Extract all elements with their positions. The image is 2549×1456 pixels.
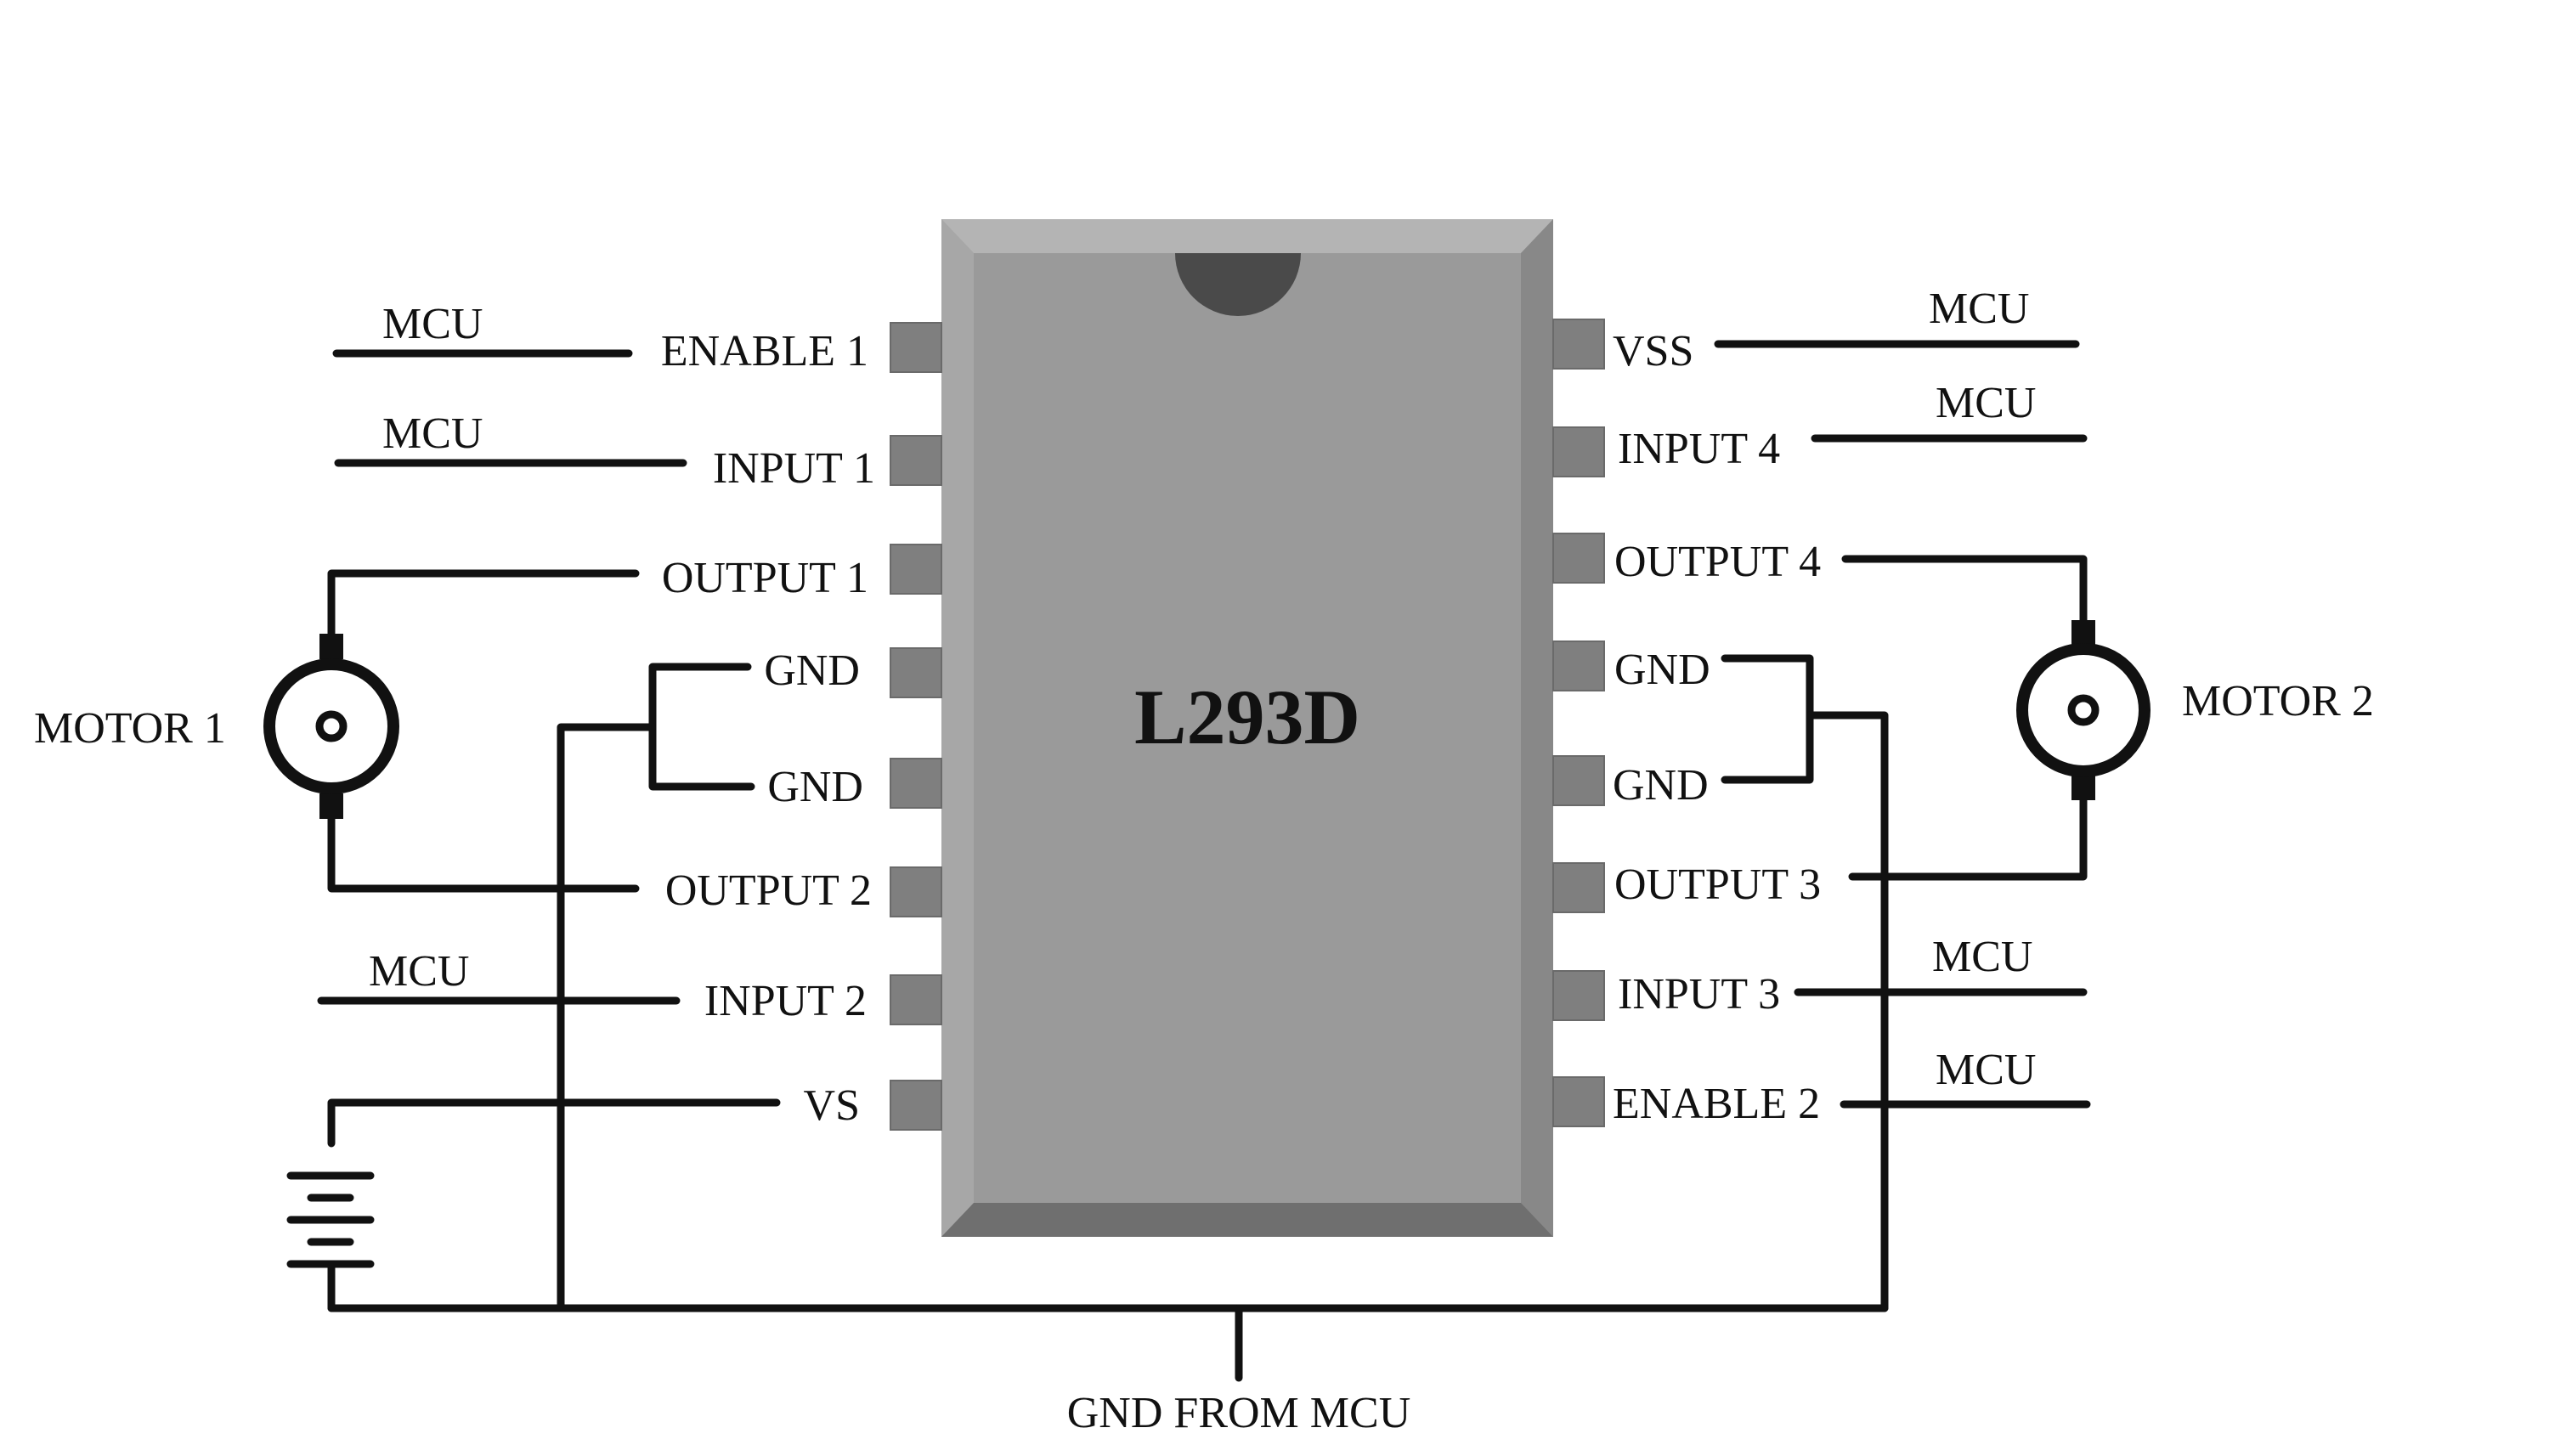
gnd-tap-right <box>1806 711 1889 1312</box>
pin-label-output-3: OUTPUT 3 <box>1614 861 1821 909</box>
pin-label-gnd-1: GND <box>764 646 860 695</box>
mcu-label-input-4: MCU <box>1936 379 2036 427</box>
motor-2-wire-output-4 <box>1841 555 2088 637</box>
pin-label-input-3: INPUT 3 <box>1618 970 1780 1019</box>
pin-left-1 <box>890 322 942 373</box>
pin-label-enable-1: ENABLE 1 <box>661 327 868 375</box>
motor-1-shaft <box>315 710 348 742</box>
motor-1-terminal-top <box>319 634 343 659</box>
battery-icon <box>286 1171 375 1268</box>
pin-label-gnd-2: GND <box>767 763 863 811</box>
mcu-label-enable-2: MCU <box>1936 1046 2036 1094</box>
pin-left-4 <box>890 647 942 698</box>
pin-right-13 <box>1552 641 1605 691</box>
motor-1-wire-output-2 <box>327 803 640 893</box>
pin-labels-left: ENABLE 1 INPUT 1 OUTPUT 1 GND GND OUTPUT… <box>661 327 875 1130</box>
pin-label-output-2: OUTPUT 2 <box>665 866 872 915</box>
pin-right-12 <box>1552 755 1605 806</box>
pin-right-11 <box>1552 862 1605 913</box>
pin-right-9 <box>1552 1076 1605 1127</box>
motor-1: MOTOR 1 <box>34 569 640 893</box>
motor-1-terminal-bottom <box>319 793 343 819</box>
pin-label-input-1: INPUT 1 <box>713 444 875 493</box>
pin-label-gnd-4: GND <box>1613 761 1709 810</box>
gnd-bracket-right <box>1721 654 1814 784</box>
pin-left-3 <box>890 544 942 595</box>
motor-2-terminal-top <box>2071 620 2095 646</box>
pin-left-5 <box>890 758 942 809</box>
pin-right-16 <box>1552 319 1605 370</box>
pin-left-7 <box>890 974 942 1025</box>
gnd-tap-left <box>557 723 657 1312</box>
mcu-label-input-2: MCU <box>369 947 469 996</box>
pin-right-15 <box>1552 426 1605 477</box>
pin-label-output-1: OUTPUT 1 <box>662 554 868 602</box>
motor-2-shaft <box>2067 694 2100 726</box>
pin-labels-right: VSS INPUT 4 OUTPUT 4 GND GND OUTPUT 3 IN… <box>1613 327 1821 1128</box>
vs-wire <box>327 1098 781 1148</box>
pin-left-2 <box>890 435 942 486</box>
mcu-label-enable-1: MCU <box>382 300 483 348</box>
mcu-label-vss: MCU <box>1929 285 2029 333</box>
chip-notch <box>1175 253 1301 316</box>
battery <box>286 1098 781 1312</box>
ground-label: GND FROM MCU <box>1067 1389 1411 1437</box>
ground-network: GND FROM MCU <box>327 654 1889 1437</box>
motor-2: MOTOR 2 <box>1841 555 2374 881</box>
pin-label-input-2: INPUT 2 <box>704 977 867 1025</box>
gnd-bracket-left <box>648 663 755 791</box>
mcu-label-input-1: MCU <box>382 409 483 458</box>
pin-label-gnd-3: GND <box>1614 646 1710 694</box>
chip-body: L293D <box>941 219 1553 1237</box>
pin-left-8 <box>890 1080 942 1131</box>
motor-1-wire-output-1 <box>327 569 640 650</box>
pin-label-input-4: INPUT 4 <box>1618 425 1780 473</box>
pin-label-enable-2: ENABLE 2 <box>1613 1080 1820 1128</box>
pin-right-14 <box>1552 533 1605 584</box>
pin-label-vs: VS <box>804 1081 860 1130</box>
motor-2-wire-output-3 <box>1848 786 2088 881</box>
mcu-label-input-3: MCU <box>1932 933 2032 981</box>
chip-pins <box>890 319 1605 1131</box>
pin-label-vss: VSS <box>1613 327 1693 375</box>
pin-left-6 <box>890 866 942 917</box>
motor-2-terminal-bottom <box>2071 775 2095 800</box>
pin-label-output-4: OUTPUT 4 <box>1614 538 1821 586</box>
motor-1-label: MOTOR 1 <box>34 704 226 753</box>
pin-right-10 <box>1552 970 1605 1021</box>
motor-2-label: MOTOR 2 <box>2182 677 2374 725</box>
chip-label: L293D <box>1134 674 1360 760</box>
